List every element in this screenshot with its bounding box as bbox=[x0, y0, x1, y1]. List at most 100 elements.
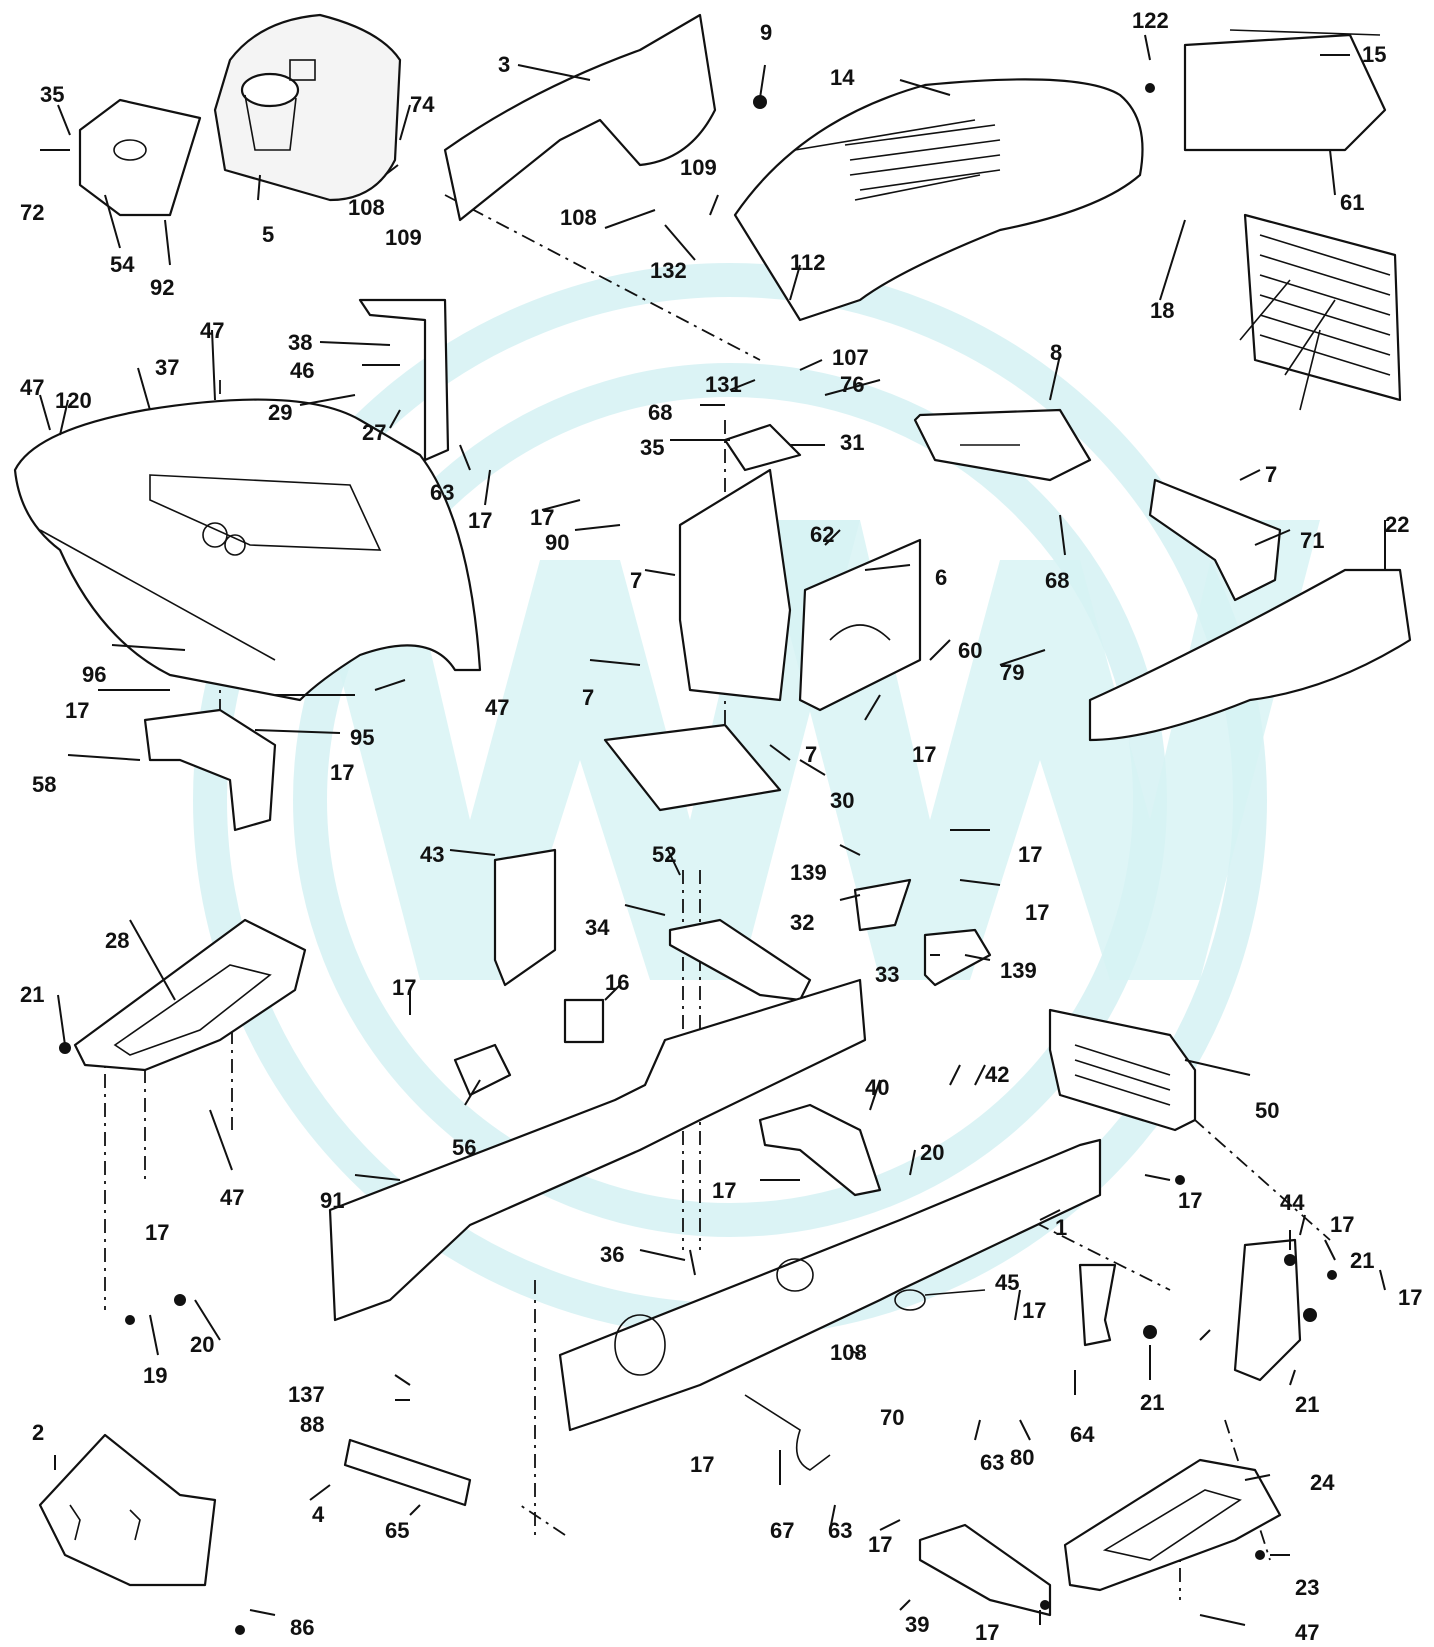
part-front-bumper bbox=[1088, 568, 1412, 742]
callout-46: 46 bbox=[290, 358, 314, 383]
callout-9: 9 bbox=[760, 20, 772, 45]
callout-95: 95 bbox=[350, 725, 374, 750]
callout-91: 91 bbox=[320, 1188, 344, 1213]
part-frame-side bbox=[558, 1138, 1102, 1432]
callout-30: 30 bbox=[830, 788, 854, 813]
callout-92: 92 bbox=[150, 275, 174, 300]
callout-65: 65 bbox=[385, 1518, 409, 1543]
callout-17l: 17 bbox=[145, 1220, 169, 1245]
callout-64: 64 bbox=[1070, 1422, 1095, 1447]
part-rear-fender bbox=[13, 398, 482, 702]
callout-labels: 122 15 9 3 14 35 74 72 5 108 109 108 109… bbox=[20, 8, 1422, 1645]
callout-112: 112 bbox=[790, 250, 826, 275]
callout-17h: 17 bbox=[392, 975, 416, 1000]
callout-17q: 17 bbox=[975, 1620, 999, 1645]
callout-39: 39 bbox=[905, 1612, 929, 1637]
part-spring-70 bbox=[894, 1289, 986, 1311]
callout-19: 19 bbox=[143, 1363, 167, 1388]
callout-8: 8 bbox=[1050, 340, 1062, 365]
callout-74: 74 bbox=[410, 92, 435, 117]
callout-29: 29 bbox=[268, 400, 292, 425]
callout-7c: 7 bbox=[582, 685, 594, 710]
callout-17f: 17 bbox=[1018, 842, 1042, 867]
callout-108c: 108 bbox=[830, 1340, 867, 1365]
callout-leader-lines bbox=[39, 34, 1386, 1626]
callout-67: 67 bbox=[770, 1518, 794, 1543]
callout-16: 16 bbox=[605, 970, 629, 995]
part-wiring-harness-67 bbox=[744, 1394, 831, 1471]
callout-44: 44 bbox=[1280, 1190, 1305, 1215]
part-bracket-32 bbox=[853, 878, 912, 932]
callout-17p: 17 bbox=[868, 1532, 892, 1557]
callout-17i: 17 bbox=[712, 1178, 736, 1203]
callout-17e: 17 bbox=[330, 760, 354, 785]
callout-60: 60 bbox=[958, 638, 982, 663]
fastener-markers bbox=[59, 83, 1337, 1635]
callout-18: 18 bbox=[1150, 298, 1174, 323]
callout-22: 22 bbox=[1385, 512, 1409, 537]
callout-76: 76 bbox=[840, 372, 864, 397]
callout-4: 4 bbox=[312, 1502, 325, 1527]
callout-17c: 17 bbox=[65, 698, 89, 723]
callout-38: 38 bbox=[288, 330, 312, 355]
callout-24: 24 bbox=[1310, 1470, 1335, 1495]
part-footrest-right bbox=[1063, 1458, 1282, 1592]
callout-88: 88 bbox=[300, 1412, 324, 1437]
callout-5: 5 bbox=[262, 222, 274, 247]
callout-35: 35 bbox=[40, 82, 64, 107]
callout-47: 47 bbox=[200, 318, 224, 343]
part-front-bumper-top bbox=[1183, 29, 1387, 152]
part-console-housing bbox=[213, 13, 402, 202]
callout-20: 20 bbox=[920, 1140, 944, 1165]
callout-17b: 17 bbox=[530, 505, 554, 530]
callout-79: 79 bbox=[1000, 660, 1024, 685]
callout-21b: 21 bbox=[1350, 1248, 1374, 1273]
callout-62: 62 bbox=[810, 522, 834, 547]
part-footrest-left bbox=[73, 918, 307, 1072]
callout-47c: 47 bbox=[485, 695, 509, 720]
callout-109: 109 bbox=[385, 225, 422, 250]
callout-109b: 109 bbox=[680, 155, 717, 180]
part-front-axle-plate-50 bbox=[1048, 1008, 1197, 1132]
callout-7b: 7 bbox=[630, 568, 642, 593]
callout-33: 33 bbox=[875, 962, 899, 987]
callout-42: 42 bbox=[985, 1062, 1009, 1087]
callout-50: 50 bbox=[1255, 1098, 1279, 1123]
callout-21d: 21 bbox=[1295, 1392, 1319, 1417]
part-hood-support-bracket bbox=[358, 298, 450, 462]
callout-17n: 17 bbox=[1398, 1285, 1422, 1310]
part-seat-bracket bbox=[143, 708, 277, 832]
callout-14: 14 bbox=[830, 65, 855, 90]
part-hood bbox=[733, 78, 1144, 322]
part-rod-65 bbox=[343, 1438, 472, 1507]
callout-6: 6 bbox=[935, 565, 947, 590]
part-seat-pan bbox=[913, 408, 1092, 482]
callout-2: 2 bbox=[32, 1420, 44, 1445]
callout-120: 120 bbox=[55, 388, 92, 413]
callout-15: 15 bbox=[1362, 42, 1386, 67]
callout-17o: 17 bbox=[690, 1452, 714, 1477]
callout-21c: 21 bbox=[1140, 1390, 1164, 1415]
callout-21: 21 bbox=[20, 982, 44, 1007]
callout-27: 27 bbox=[362, 420, 386, 445]
callout-35b: 35 bbox=[640, 435, 664, 460]
callout-86: 86 bbox=[290, 1615, 314, 1640]
callout-37: 37 bbox=[155, 355, 179, 380]
callout-17d: 17 bbox=[912, 742, 936, 767]
part-pivot-bracket-16 bbox=[563, 998, 605, 1044]
part-bracket-33 bbox=[923, 928, 992, 987]
callout-96: 96 bbox=[82, 662, 106, 687]
callout-17k: 17 bbox=[1330, 1212, 1354, 1237]
part-main-frame-rail bbox=[328, 978, 867, 1322]
callout-108b: 108 bbox=[560, 205, 597, 230]
callout-47b: 47 bbox=[20, 375, 44, 400]
callout-108: 108 bbox=[348, 195, 385, 220]
callout-137: 137 bbox=[288, 1382, 325, 1407]
callout-31: 31 bbox=[840, 430, 864, 455]
callout-131: 131 bbox=[705, 372, 742, 397]
callout-40: 40 bbox=[865, 1075, 889, 1100]
callout-54: 54 bbox=[110, 252, 135, 277]
callout-3: 3 bbox=[498, 52, 510, 77]
